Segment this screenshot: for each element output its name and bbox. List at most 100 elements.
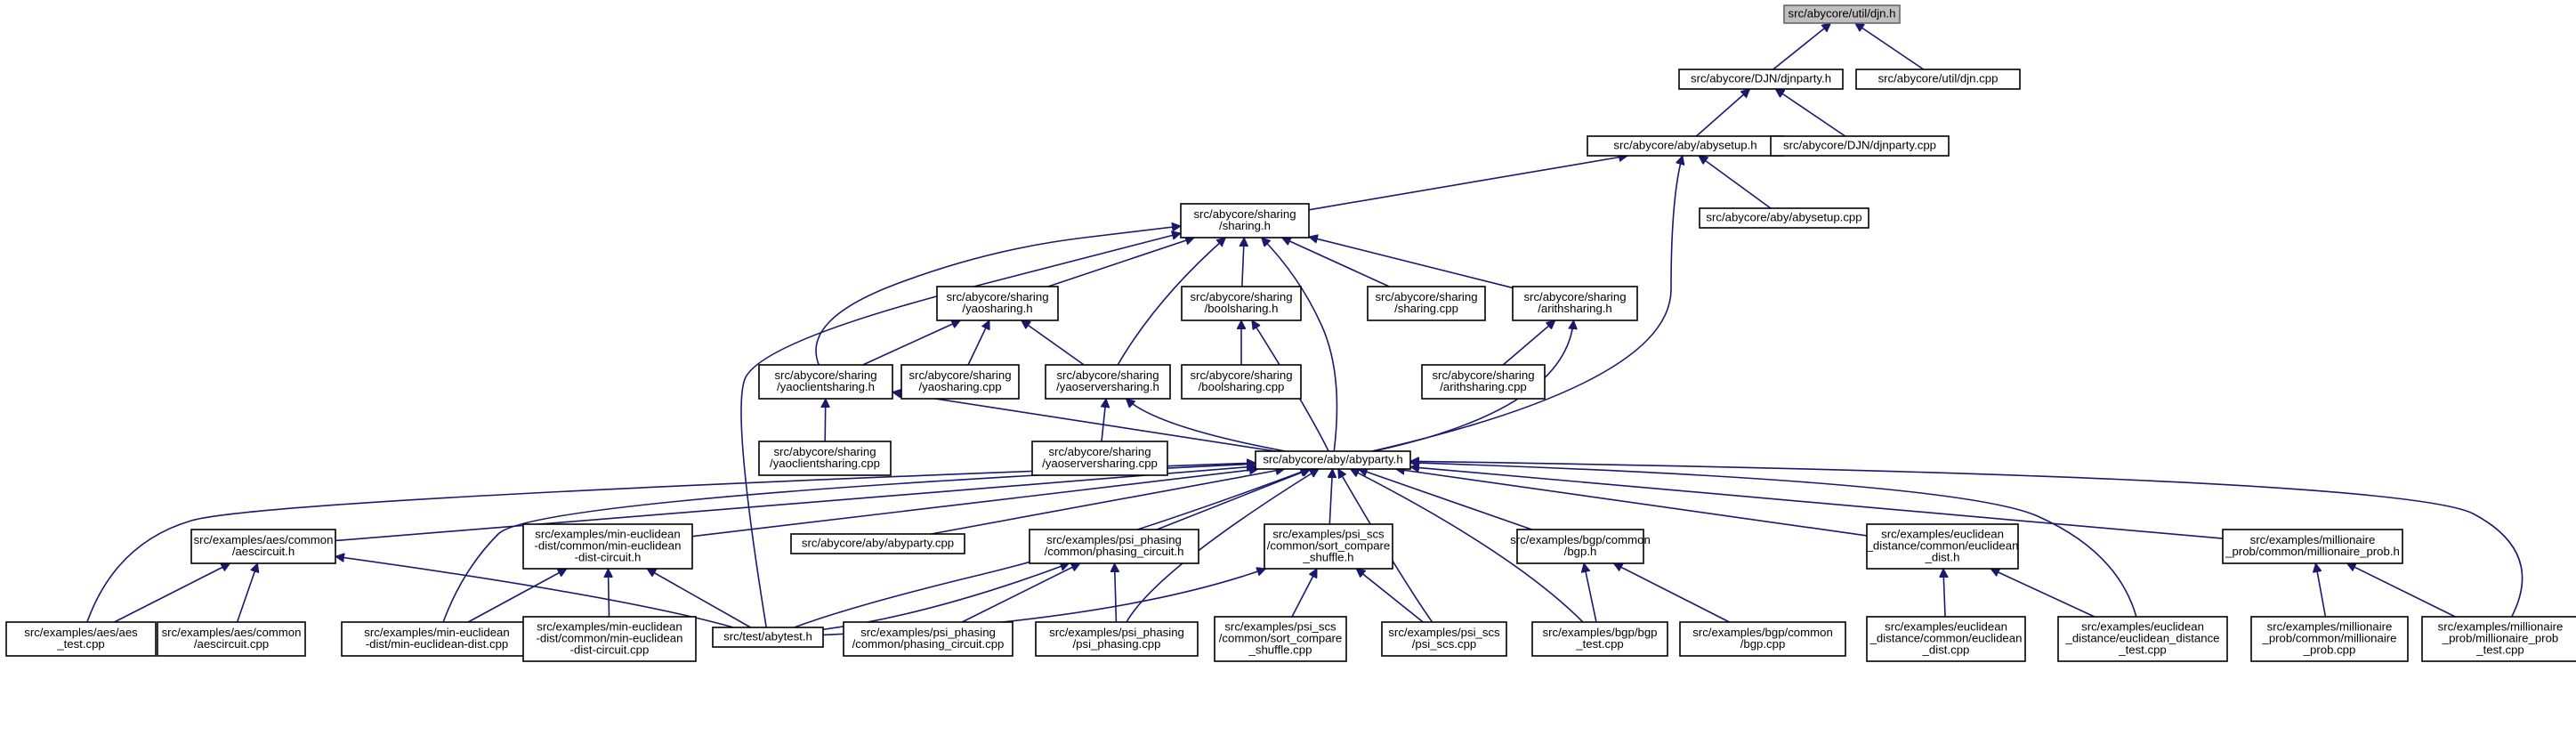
graph-node-n40[interactable]: src/examples/millionaire_prob/common/mil… [2250,616,2409,662]
node-box [522,616,697,662]
graph-node-n36[interactable]: src/examples/bgp/bgp_test.cpp [1531,621,1668,657]
edge-n29-to-n20 [467,568,567,623]
node-box [1381,621,1507,657]
node-box [1679,621,1846,657]
node-label-line: /sharing.cpp [1394,302,1458,315]
graph-node-n22[interactable]: src/examples/psi_phasing/common/phasing_… [1029,529,1199,564]
node-label-line: _shuffle.h [1303,551,1354,564]
graph-node-n31[interactable]: src/test/abytest.h [712,627,824,648]
graph-node-n17[interactable]: src/abycore/sharing/yaoserversharing.cpp [1031,441,1168,476]
edge-n11-to-n7 [862,320,961,366]
graph-node-n2[interactable]: src/abycore/util/djn.cpp [1855,69,2021,90]
node-label-line: src/examples/millionaire [2267,620,2393,634]
node-box [758,364,893,400]
edge-n22-to-n18 [1156,469,1310,530]
node-label-line: src/examples/euclidean [1885,620,2007,634]
node-label-line: /yaoclientsharing.h [777,380,875,393]
node-label-line: src/examples/psi_phasing [860,626,996,639]
node-box [1512,286,1638,321]
graph-node-n5[interactable]: src/abycore/sharing/sharing.h [1180,203,1310,239]
edge-n7-to-n5 [1047,238,1194,287]
graph-node-n4[interactable]: src/abycore/DJN/djnparty.cpp [1770,135,1950,157]
node-label-line: src/examples/millionaire [2438,620,2564,634]
edge-n28-to-n19 [236,563,258,623]
node-box [1181,286,1302,321]
graph-node-n32[interactable]: src/examples/psi_phasing/common/phasing_… [843,621,1013,657]
edge-n21-to-n18 [931,469,1284,535]
graph-node-n19[interactable]: src/examples/aes/common/aescircuit.h [190,529,336,564]
edge-n18-to-n13 [1126,399,1286,452]
node-box [843,621,1013,657]
graph-node-n38[interactable]: src/examples/euclidean_distance/common/e… [1866,616,2026,662]
graph-node-n41[interactable]: src/examples/millionaire_prob/millionair… [2421,616,2576,662]
edge-n29-to-n18 [442,464,1256,623]
node-label-line: _prob.cpp [2303,643,2356,657]
graph-node-n39[interactable]: src/examples/euclidean_distance/euclidea… [2057,616,2228,662]
graph-node-n16[interactable]: src/abycore/sharing/yaoclientsharing.cpp [758,441,892,476]
graph-node-n7[interactable]: src/abycore/sharing/yaosharing.h [936,286,1059,321]
node-box [1866,616,2026,662]
graph-node-n20[interactable]: src/examples/min-euclidean-dist/common/m… [522,523,693,570]
graph-node-n29[interactable]: src/examples/min-euclidean-dist/min-eucl… [341,621,533,657]
graph-node-n30[interactable]: src/examples/min-euclidean-dist/common/m… [522,616,697,662]
node-label-line: src/abycore/DJN/djnparty.h [1691,72,1831,85]
node-box [712,627,824,648]
node-label-line: src/abycore/sharing [1048,445,1151,458]
graph-node-n37[interactable]: src/examples/bgp/common/bgp.cpp [1679,621,1846,657]
graph-node-n12[interactable]: src/abycore/sharing/yaosharing.cpp [900,364,1020,400]
edge-n41-to-n18 [1410,461,2524,618]
edge-n31-to-n22 [822,563,1070,631]
node-label-line: src/abycore/sharing [908,368,1011,382]
graph-node-n8[interactable]: src/abycore/sharing/boolsharing.h [1181,286,1302,321]
graph-node-n33[interactable]: src/examples/psi_phasing/psi_phasing.cpp [1035,621,1199,657]
node-box [5,621,157,657]
edge-n33-to-n22 [1115,563,1117,623]
graph-node-n9[interactable]: src/abycore/sharing/sharing.cpp [1367,286,1486,321]
edge-n15-to-n10 [1502,320,1555,366]
graph-node-n10[interactable]: src/abycore/sharing/arithsharing.h [1512,286,1638,321]
graph-node-n26[interactable]: src/examples/millionaire_prob/common/mil… [2222,529,2403,564]
edge-n18-to-n3 [1371,156,1683,452]
edge-n32-to-n22 [961,562,1080,623]
node-label-line: _dist.h [1925,551,1960,564]
node-box [1531,621,1668,657]
node-label-line: src/abycore/sharing [946,290,1048,303]
graph-node-n23[interactable]: src/examples/psi_scs/common/sort_compare… [1264,523,1393,570]
node-box [900,364,1020,400]
node-label-line: src/examples/bgp/common [1692,626,1833,639]
node-label-line: -dist-circuit.cpp [570,643,650,657]
node-label-line: src/abycore/aby/abyparty.h [1263,453,1402,466]
graph-node-n18[interactable]: src/abycore/aby/abyparty.h [1255,450,1411,470]
edge-n39-to-n18 [1410,463,2137,618]
graph-node-n3[interactable]: src/abycore/aby/abysetup.h [1587,135,1784,157]
node-label-line: /psi_phasing.cpp [1073,637,1161,651]
node-label-line: src/examples/psi_scs [1272,528,1385,541]
edge-n16-to-n11 [825,399,826,442]
graph-node-n13[interactable]: src/abycore/sharing/yaoserversharing.h [1045,364,1171,400]
graph-node-n34[interactable]: src/examples/psi_scs/common/sort_compare… [1214,616,1347,662]
graph-node-n15[interactable]: src/abycore/sharing/arithsharing.cpp [1421,364,1546,400]
edge-n35-to-n18 [1337,469,1433,623]
edge-n23-to-n18 [1329,469,1332,525]
graph-node-n11[interactable]: src/abycore/sharing/yaoclientsharing.h [758,364,893,400]
graph-node-n25[interactable]: src/examples/euclidean_distance/common/e… [1866,523,2019,570]
graph-node-n6[interactable]: src/abycore/aby/abysetup.cpp [1699,207,1869,229]
node-label-line: /yaosharing.cpp [918,380,1001,393]
edge-n9-to-n5 [1282,238,1390,287]
node-box [1866,523,2019,570]
edge-n6-to-n3 [1699,156,1772,209]
edge-n19-to-n18 [335,466,1256,542]
edge-n17-to-n13 [1102,399,1106,442]
graph-node-n35[interactable]: src/examples/psi_scs/psi_scs.cpp [1381,621,1507,657]
graph-node-n27[interactable]: src/examples/aes/aes_test.cpp [5,621,157,657]
graph-node-n14[interactable]: src/abycore/sharing/boolsharing.cpp [1181,364,1302,400]
node-label-line: src/abycore/sharing [1190,290,1292,303]
edge-n36-to-n18 [1351,468,1584,623]
graph-node-n21[interactable]: src/abycore/aby/abyparty.cpp [790,533,965,554]
graph-node-n28[interactable]: src/examples/aes/common/aescircuit.cpp [157,621,306,657]
edge-n13-to-n5 [1117,238,1225,366]
graph-node-n1[interactable]: src/abycore/DJN/djnparty.h [1678,69,1844,90]
graph-node-n24[interactable]: src/examples/bgp/common/bgp.h [1510,529,1651,564]
edge-n8-to-n5 [1242,238,1244,287]
node-box [1180,203,1310,239]
